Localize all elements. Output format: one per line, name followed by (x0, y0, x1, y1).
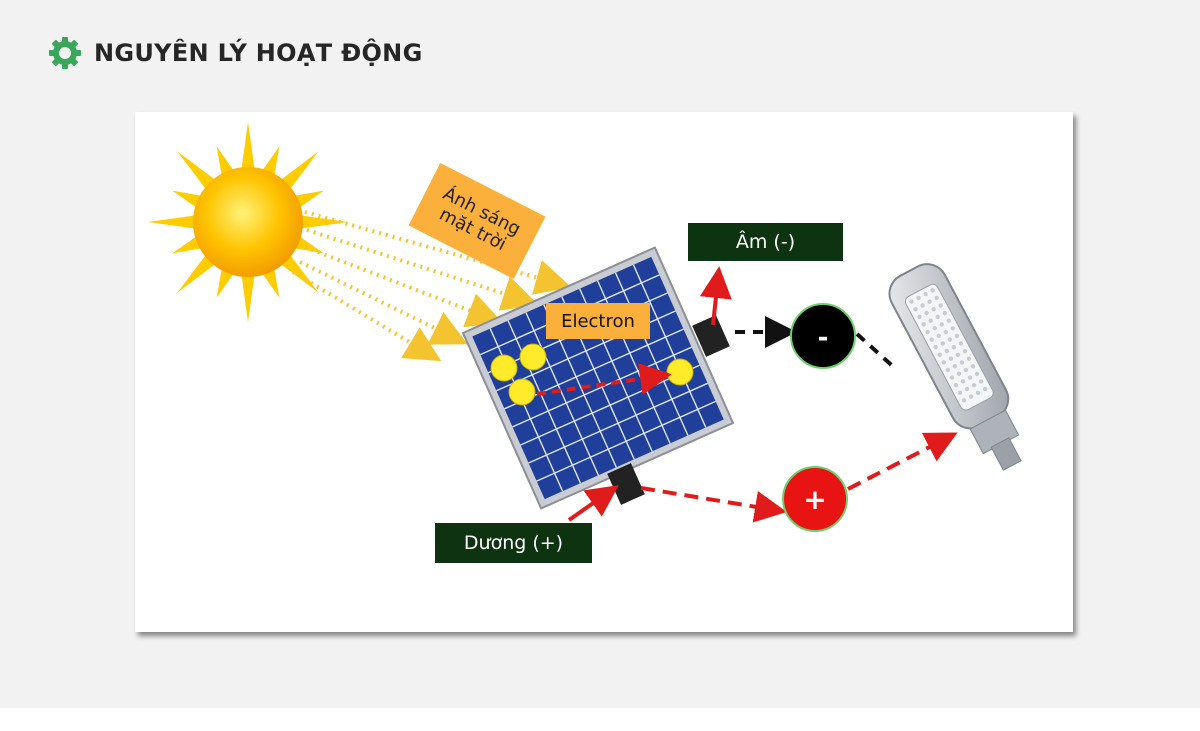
page-title: NGUYÊN LÝ HOẠT ĐỘNG (94, 39, 423, 67)
section-heading: NGUYÊN LÝ HOẠT ĐỘNG (48, 36, 423, 70)
positive-symbol: + (803, 483, 826, 516)
electron-particles (490, 343, 694, 406)
positive-node (782, 466, 848, 532)
gear-icon (49, 37, 81, 69)
electron-flow-arrow (536, 363, 672, 396)
solar-panel (461, 246, 735, 510)
positive-wire-arrow (640, 486, 787, 523)
negative-symbol: - (818, 323, 829, 353)
positive-wire-up (567, 485, 619, 522)
sunlight-rays (291, 210, 572, 362)
diagram-card: - + Ánh sáng mặt trời Electron Âm (-) Dư… (135, 112, 1073, 632)
negative-terminal-label: Âm (-) (688, 223, 843, 261)
electron-label: Electron (546, 303, 650, 339)
negative-junction-box (692, 315, 730, 357)
positive-terminal-label: Dương (+) (435, 523, 592, 563)
street-lamp (888, 263, 1022, 471)
positive-wire-to-lamp (847, 432, 958, 491)
negative-node (790, 303, 856, 369)
negative-wire-to-lamp (855, 332, 899, 372)
diagram-canvas: - + (148, 122, 1022, 532)
slide-background: NGUYÊN LÝ HOẠT ĐỘNG (0, 0, 1200, 708)
sun-icon (148, 122, 348, 322)
